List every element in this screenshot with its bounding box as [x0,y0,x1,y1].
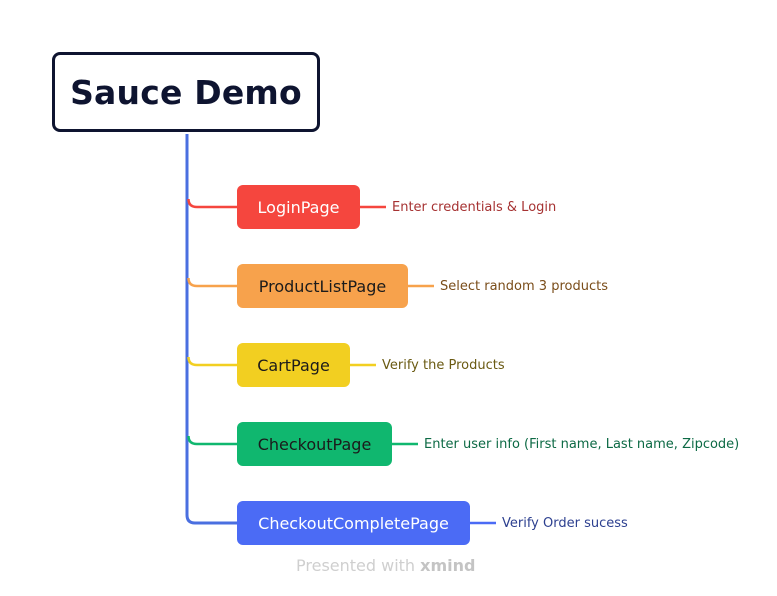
note-login-page[interactable]: Enter credentials & Login [392,200,556,216]
branch-line-cart [187,356,237,367]
topic-cart-page[interactable]: CartPage [237,343,350,387]
note-checkout-complete-page[interactable]: Verify Order sucess [502,516,628,532]
note-checkout-page[interactable]: Enter user info (First name, Last name, … [424,437,739,453]
note-label: Select random 3 products [440,279,608,294]
root-topic-label: Sauce Demo [70,72,302,112]
branch-line-login [187,198,237,209]
topic-product-list-page[interactable]: ProductListPage [237,264,408,308]
root-topic[interactable]: Sauce Demo [52,52,320,132]
topic-login-page[interactable]: LoginPage [237,185,360,229]
watermark: Presented with xmind [296,556,475,575]
topic-checkout-complete-page[interactable]: CheckoutCompletePage [237,501,470,545]
topic-label: CheckoutPage [257,434,372,454]
topic-label: ProductListPage [258,276,387,296]
topic-label: CartPage [257,355,330,375]
watermark-brand: xmind [420,556,476,575]
watermark-prefix: Presented with [296,556,416,575]
topic-label: LoginPage [257,197,340,217]
note-cart-page[interactable]: Verify the Products [382,358,505,374]
note-label: Verify the Products [382,358,505,373]
branch-line-checkout [187,435,237,446]
note-label: Enter user info (First name, Last name, … [424,437,740,452]
branch-line-product-list [187,277,237,288]
note-label: Verify Order sucess [502,516,628,531]
note-product-list-page[interactable]: Select random 3 products [440,279,608,295]
trunk-line [185,134,237,525]
topic-checkout-page[interactable]: CheckoutPage [237,422,392,466]
topic-label: CheckoutCompletePage [258,513,449,533]
note-label: Enter credentials & Login [392,200,557,215]
